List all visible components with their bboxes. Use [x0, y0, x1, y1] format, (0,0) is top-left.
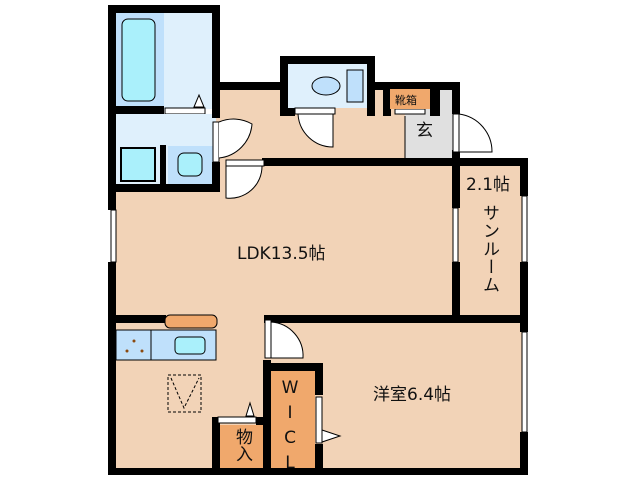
walk-in-closet — [271, 371, 315, 468]
shoe-box — [390, 89, 430, 109]
western-room-label: 洋室6.4帖 — [373, 385, 451, 405]
sunroom-floor — [456, 162, 524, 318]
refrigerator-space — [167, 374, 202, 413]
washbasin-bowl — [177, 152, 203, 177]
stove — [115, 329, 152, 361]
storage-closet — [220, 425, 263, 468]
walls — [108, 5, 528, 475]
bathtub — [121, 18, 156, 102]
washing-machine-pan — [120, 147, 156, 182]
shoe-box-label: 靴箱 — [395, 93, 417, 107]
doors — [110, 107, 528, 444]
sunroom-label: サンルーム — [479, 204, 499, 294]
kitchen-hood — [164, 314, 218, 329]
storage-label: 物入 — [232, 428, 253, 462]
sunroom-size-label: 2.1帖 — [466, 175, 510, 195]
wic-label: WICL — [280, 378, 300, 478]
door-arrow-icon — [193, 93, 205, 108]
entrance-label: 玄 — [416, 121, 433, 141]
toilet-icon — [311, 76, 341, 96]
burner-icon — [132, 339, 136, 343]
ldk-label: LDK13.5帖 — [237, 244, 326, 264]
